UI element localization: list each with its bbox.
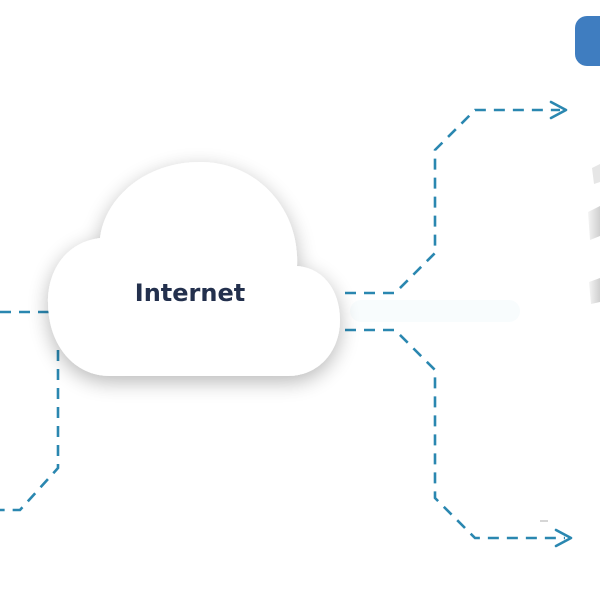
cloud-glow (350, 300, 520, 322)
right-connector-lower (345, 328, 565, 540)
device-middle (588, 206, 600, 240)
arrow-upper-icon (549, 100, 568, 120)
arrow-lower-icon (554, 528, 573, 548)
device-bottom (589, 278, 600, 304)
top-right-badge (575, 16, 600, 66)
left-connector-bottom (0, 350, 60, 512)
right-connector-upper (345, 108, 560, 295)
cloud-shape (48, 162, 340, 376)
device-top-sliver (592, 164, 600, 184)
cloud-label: Internet (135, 279, 245, 307)
server-icon (588, 164, 600, 304)
internet-cloud (48, 162, 340, 376)
